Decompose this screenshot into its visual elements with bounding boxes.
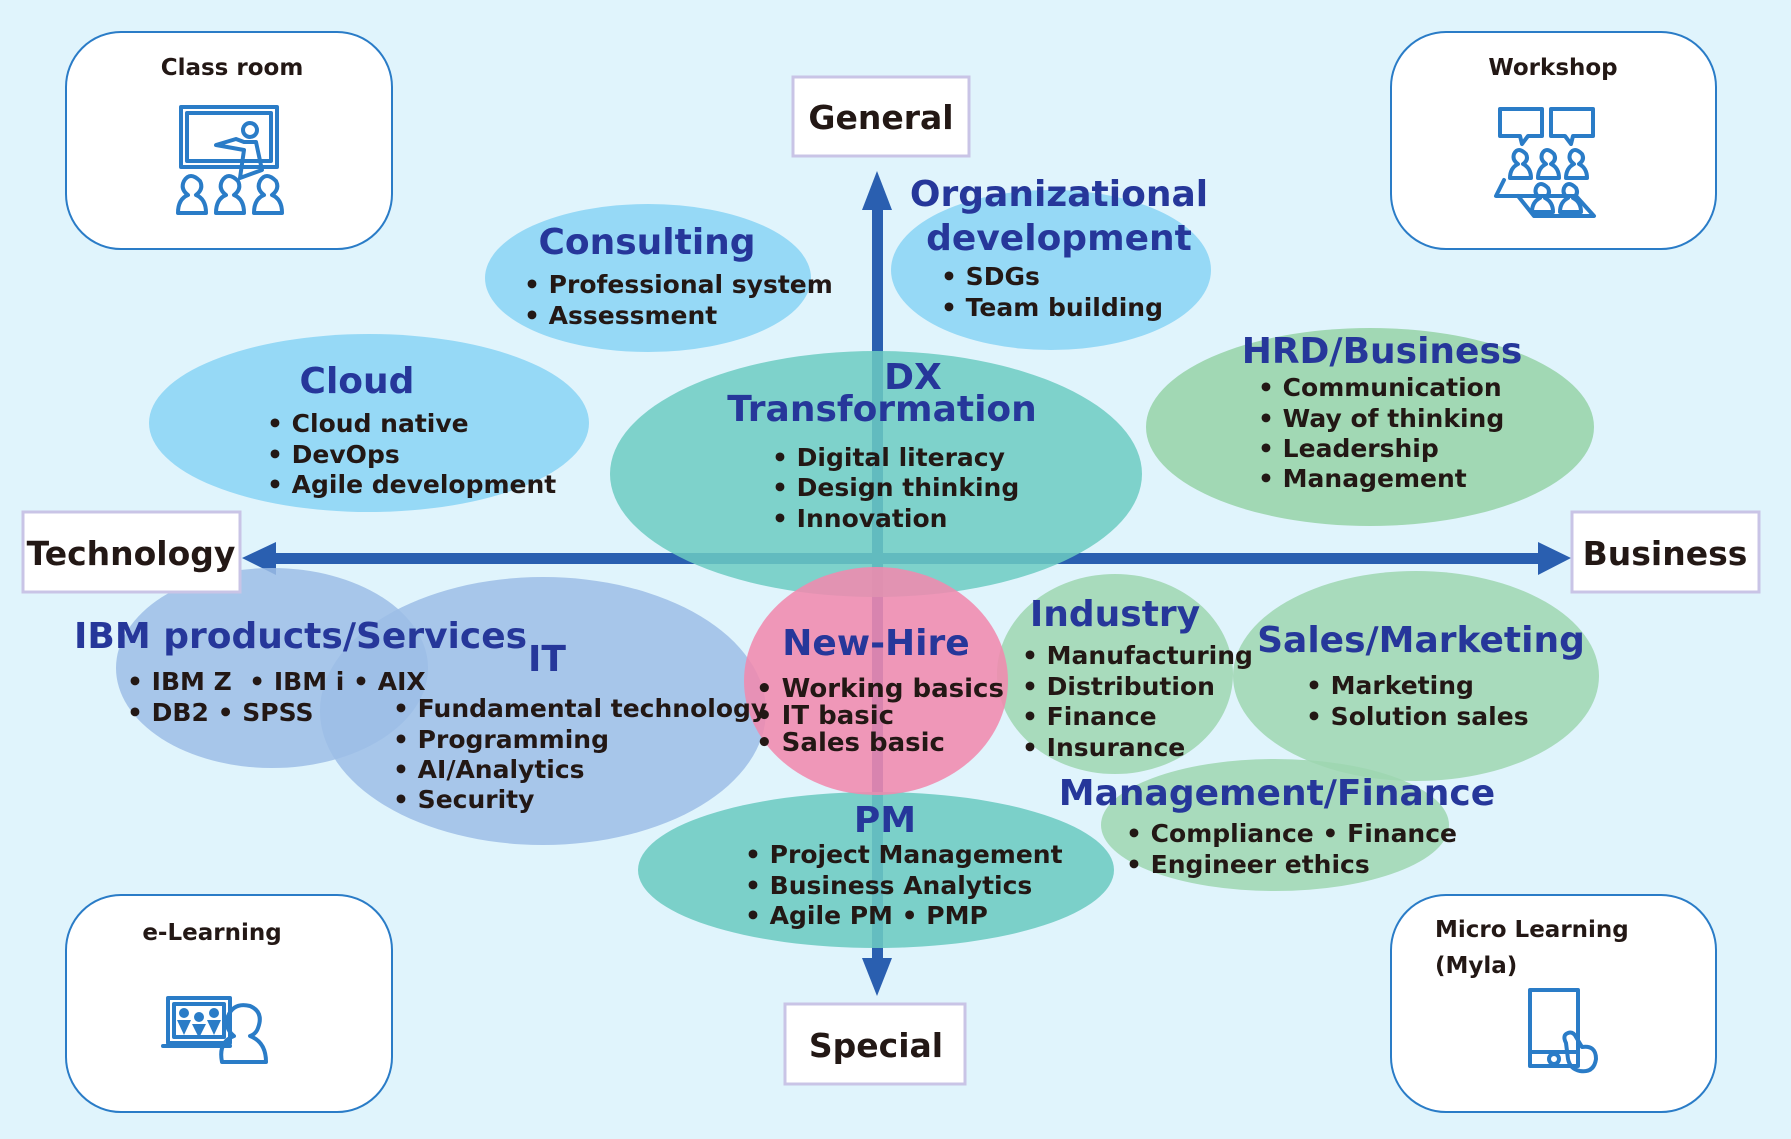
org-dev-item: • SDGs (941, 262, 1040, 291)
hrd-item: • Leadership (1258, 434, 1439, 463)
dx-item: • Design thinking (772, 473, 1019, 502)
axis-label-general-text: General (808, 98, 953, 137)
pm-title: PM (854, 800, 916, 841)
category-bubbles (116, 190, 1599, 948)
axis-label-business: Business (1570, 510, 1761, 594)
classroom-icon (176, 105, 284, 215)
workshop-icon (1494, 107, 1596, 218)
bubble-it[interactable] (320, 577, 766, 845)
sales-item: • Solution sales (1306, 702, 1529, 731)
mgmt-title: Management/Finance (1059, 773, 1495, 814)
mgmt-item: • Compliance • Finance (1126, 819, 1457, 848)
cloud-item: • DevOps (267, 440, 400, 469)
mode-label-workshop: Workshop (1488, 55, 1617, 81)
e-learning-icon (161, 996, 268, 1064)
axis-label-special-text: Special (809, 1026, 943, 1065)
mode-card-workshop: Workshop (1390, 31, 1717, 250)
industry-title: Industry (1030, 594, 1200, 635)
mode-label-classroom: Class room (161, 55, 304, 81)
ibm-item: • DB2 • SPSS (127, 698, 314, 727)
hrd-item: • Way of thinking (1258, 404, 1504, 433)
industry-item: • Manufacturing (1022, 641, 1253, 670)
mode-label-micro-learning: Micro Learning (1435, 917, 1629, 943)
mode-label-e-learning: e-Learning (142, 920, 281, 946)
industry-item: • Insurance (1022, 733, 1185, 762)
arrow-right-icon (1538, 542, 1571, 575)
bubble-sales[interactable] (1233, 571, 1599, 781)
industry-item: • Finance (1022, 702, 1157, 731)
bubble-mgmt[interactable] (1101, 759, 1449, 891)
hrd-item: • Management (1258, 464, 1467, 493)
dx-title: DX (884, 357, 942, 398)
axis-label-business-text: Business (1583, 534, 1748, 573)
bubble-new-hire[interactable] (744, 567, 1008, 795)
sales-item: • Marketing (1306, 671, 1474, 700)
new-hire-title: New-Hire (782, 623, 969, 664)
org-dev-title: Organizational (910, 174, 1208, 215)
smartphone-tap-icon (1528, 988, 1598, 1074)
arrow-down-icon (862, 958, 892, 996)
bubble-dx[interactable] (610, 351, 1142, 597)
new-hire-item: • Working basics (756, 674, 1004, 704)
it-title: IT (528, 639, 566, 680)
org-dev-title-2: development (926, 218, 1192, 259)
dx-item: • Innovation (772, 504, 947, 533)
ibm-item: • IBM Z • IBM i • AIX (127, 667, 426, 696)
mode-card-classroom: Class room (65, 31, 393, 250)
it-item: • Fundamental technology (393, 694, 767, 723)
hrd-item: • Communication (1258, 373, 1502, 402)
cloud-item: • Cloud native (267, 409, 469, 438)
new-hire-item: • Sales basic (756, 728, 945, 758)
pm-item: • Agile PM • PMP (745, 901, 988, 930)
bubble-industry[interactable] (997, 574, 1233, 774)
hrd-title: HRD/Business (1242, 331, 1523, 372)
mode-card-e-learning: e-Learning (65, 894, 393, 1113)
bubble-hrd[interactable] (1146, 328, 1594, 526)
axis-label-technology-text: Technology (27, 534, 236, 573)
consulting-title: Consulting (538, 222, 755, 263)
org-dev-item: • Team building (941, 293, 1163, 322)
consulting-item: • Professional system (524, 270, 833, 299)
it-item: • Security (393, 785, 534, 814)
axis-label-special: Special (783, 1002, 967, 1086)
bubble-pm[interactable] (638, 792, 1114, 948)
mode-label-micro-learning-sub: (Myla) (1435, 953, 1517, 979)
cloud-item: • Agile development (267, 470, 556, 499)
pm-item: • Project Management (745, 840, 1063, 869)
bubble-cloud[interactable] (149, 334, 589, 512)
axis-label-technology: Technology (21, 510, 242, 594)
axis-label-general: General (791, 75, 971, 158)
dx-title-2: Transformation (727, 389, 1037, 430)
arrow-up-icon (862, 171, 892, 210)
consulting-item: • Assessment (524, 301, 717, 330)
bubble-org-dev[interactable] (891, 190, 1211, 350)
mode-card-micro-learning: Micro Learning (Myla) (1390, 894, 1717, 1113)
pm-item: • Business Analytics (745, 871, 1032, 900)
new-hire-item: • IT basic (756, 701, 894, 731)
sales-title: Sales/Marketing (1257, 620, 1585, 661)
ibm-title: IBM products/Services (74, 616, 527, 657)
cloud-title: Cloud (300, 361, 415, 402)
dx-item: • Digital literacy (772, 443, 1005, 472)
mgmt-item: • Engineer ethics (1126, 850, 1370, 879)
it-item: • Programming (393, 725, 609, 754)
bubble-consulting[interactable] (485, 204, 811, 352)
arrow-left-icon (242, 542, 276, 575)
it-item: • AI/Analytics (393, 755, 585, 784)
industry-item: • Distribution (1022, 672, 1215, 701)
